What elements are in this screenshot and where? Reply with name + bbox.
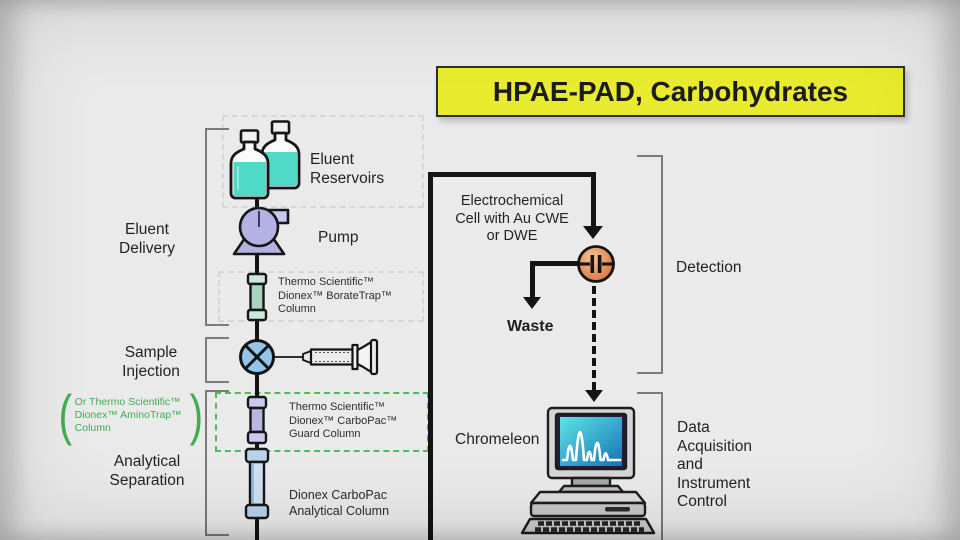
pump-icon bbox=[232, 206, 290, 256]
signal-dashed-line bbox=[592, 286, 596, 390]
analytical-column-icon bbox=[244, 447, 270, 520]
signal-arrow-icon bbox=[585, 390, 603, 402]
section-sample-injection-label: Sample Injection bbox=[122, 344, 180, 380]
eluent-bottles-icon bbox=[229, 120, 301, 200]
guard-column-icon bbox=[246, 395, 268, 445]
guard-column-label: Thermo Scientific™ Dionex™ CarboPac™ Gua… bbox=[289, 401, 398, 440]
pump-label: Pump bbox=[318, 229, 359, 246]
flow-line-top bbox=[428, 172, 596, 177]
flow-line-riser bbox=[428, 172, 433, 540]
section-detection-label: Detection bbox=[676, 259, 742, 276]
analytical-column-label: Dionex CarboPac Analytical Column bbox=[289, 488, 390, 518]
waste-line-h bbox=[532, 261, 578, 266]
chromeleon-label: Chromeleon bbox=[455, 431, 540, 448]
waste-arrow-icon bbox=[523, 297, 541, 309]
section-eluent-delivery-label: Eluent Delivery bbox=[119, 221, 175, 257]
page-title: HPAE-PAD, Carbohydrates bbox=[492, 75, 849, 107]
waste-line-v bbox=[530, 261, 535, 299]
detection-bracket bbox=[637, 155, 663, 374]
section-analytical-separation-label: Analytical Separation bbox=[109, 453, 185, 489]
data-acquisition-bracket bbox=[637, 392, 663, 540]
boratetrap-column-icon bbox=[246, 272, 268, 322]
syringe-icon bbox=[302, 338, 379, 376]
electrochemical-cell-icon bbox=[577, 245, 615, 283]
aminotrap-note-text: Or Thermo Scientific™ Dionex™ AminoTrap™… bbox=[74, 395, 182, 434]
aminotrap-note: ( Or Thermo Scientific™ Dionex™ AminoTra… bbox=[56, 383, 205, 446]
eluent-delivery-bracket bbox=[205, 128, 229, 326]
injection-valve-icon bbox=[239, 338, 379, 376]
eluent-reservoirs-label: Eluent Reservoirs bbox=[310, 151, 385, 187]
chromeleon-workstation-icon bbox=[520, 406, 656, 535]
section-data-acquisition-label: Data Acquisition and Instrument Control bbox=[677, 419, 752, 510]
analytical-separation-bracket bbox=[205, 390, 229, 536]
reservoir-group-box bbox=[222, 115, 424, 208]
electrochemical-cell-label: Electrochemical Cell with Au CWE or DWE bbox=[455, 193, 569, 244]
flow-arrow-into-cell-icon bbox=[583, 226, 603, 239]
boratetrap-group-box bbox=[218, 271, 424, 322]
flow-line-to-cell bbox=[591, 172, 596, 228]
waste-label: Waste bbox=[507, 318, 554, 335]
paren-open: ( bbox=[58, 383, 73, 446]
paren-close: ) bbox=[189, 383, 203, 446]
title-banner: HPAE-PAD, Carbohydrates bbox=[436, 66, 905, 117]
boratetrap-column-label: Thermo Scientific™ Dionex™ BorateTrap™ C… bbox=[278, 276, 392, 315]
sample-injection-bracket bbox=[205, 337, 229, 383]
